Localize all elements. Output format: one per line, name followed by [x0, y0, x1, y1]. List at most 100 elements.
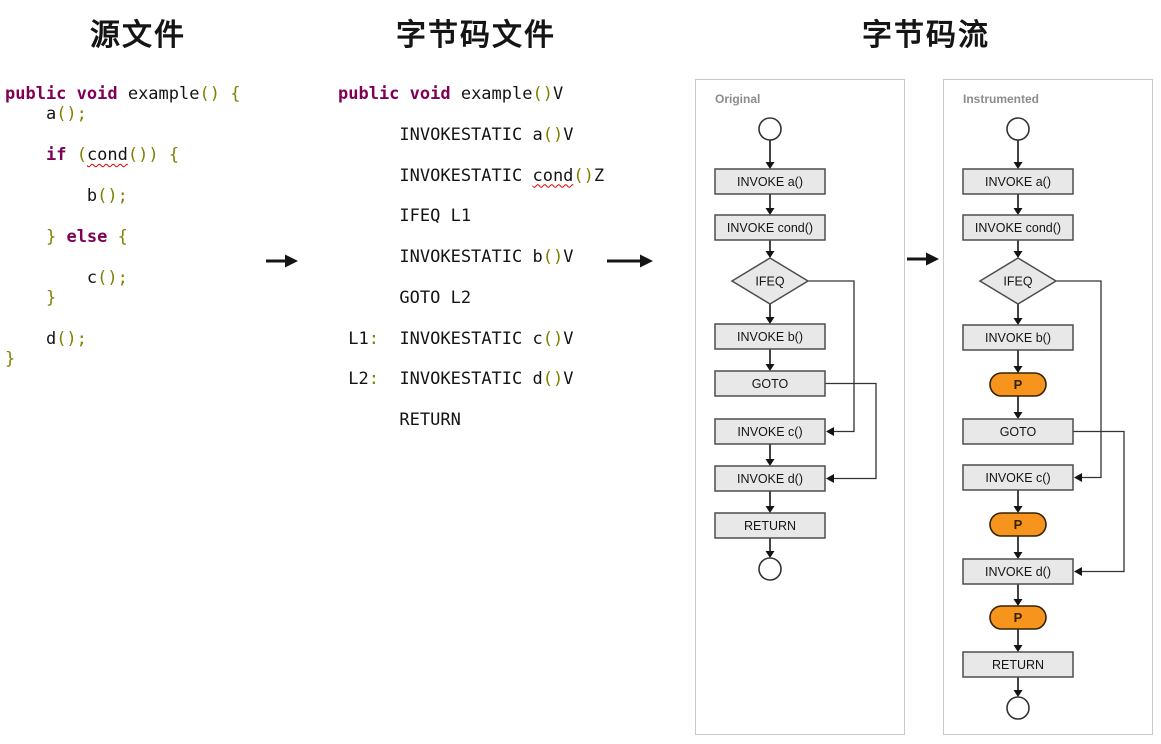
- code-segment: (): [532, 84, 553, 104]
- arrowhead: [765, 208, 775, 215]
- code-segment: :: [368, 369, 379, 390]
- code-segment: b: [5, 185, 98, 206]
- code-line: [338, 349, 604, 369]
- node-goto: [714, 370, 826, 397]
- code-segment: example: [450, 84, 533, 104]
- arrowhead: [1013, 599, 1023, 606]
- code-segment: ();: [97, 267, 128, 288]
- code-segment: {: [230, 84, 241, 104]
- code-segment: ()): [127, 145, 159, 166]
- code-segment: if: [45, 145, 67, 166]
- node-label: GOTO: [1000, 425, 1037, 439]
- code-line: [5, 166, 240, 186]
- code-segment: [56, 227, 66, 247]
- code-segment: {: [168, 145, 180, 166]
- node-label: IFEQ: [1003, 275, 1032, 289]
- arrow-bytecode-to-stream-icon: [607, 254, 653, 268]
- code-segment: [5, 288, 46, 308]
- arrow-original-to-instrumented-icon: [907, 252, 939, 266]
- node-invoke-d: [962, 558, 1074, 585]
- code-segment: IFEQ L1: [338, 206, 472, 227]
- code-segment: L1: [338, 328, 369, 349]
- code-line: [338, 145, 604, 165]
- code-segment: {: [117, 226, 128, 247]
- code-segment: [220, 84, 230, 104]
- code-line: d();: [5, 329, 240, 349]
- node-invoke-b: [714, 323, 826, 350]
- code-line: INVOKESTATIC a()V: [338, 125, 604, 145]
- code-segment: public void: [5, 84, 118, 104]
- code-segment: INVOKESTATIC b: [338, 247, 543, 268]
- code-segment: a: [5, 104, 57, 125]
- code-segment: }: [45, 226, 57, 247]
- code-line: b();: [5, 186, 240, 206]
- arrowhead: [926, 252, 939, 266]
- node-label: INVOKE b(): [985, 331, 1051, 345]
- probe-label: P: [1014, 610, 1023, 625]
- arrowhead: [1013, 162, 1023, 169]
- code-segment: (): [573, 165, 594, 186]
- node-invoke-b: [962, 324, 1074, 351]
- code-segment: [66, 145, 76, 165]
- node-label: INVOKE cond(): [975, 221, 1061, 235]
- code-line: [338, 186, 604, 206]
- node-return: [714, 512, 826, 539]
- node-goto: [962, 418, 1074, 445]
- code-segment: ();: [97, 185, 128, 206]
- code-segment: else: [66, 226, 108, 247]
- code-segment: ();: [56, 328, 87, 349]
- code-segment: V: [563, 124, 574, 145]
- code-line: [338, 308, 604, 328]
- arrowhead: [1013, 690, 1023, 697]
- code-line: c();: [5, 268, 240, 288]
- node-invoke-cond: [962, 214, 1074, 241]
- code-line: [5, 125, 240, 145]
- code-line: public void example()V: [338, 84, 604, 104]
- code-segment: }: [5, 349, 16, 370]
- node-invoke-cond: [714, 214, 826, 241]
- code-segment: INVOKESTATIC a: [338, 124, 543, 145]
- misspelled-token: cond: [532, 165, 574, 186]
- code-line: INVOKESTATIC b()V: [338, 247, 604, 267]
- arrowhead: [1013, 318, 1023, 325]
- node-label: RETURN: [744, 519, 796, 533]
- code-line: [5, 206, 240, 226]
- probe-label: P: [1014, 517, 1023, 532]
- node-label: RETURN: [992, 658, 1044, 672]
- code-line: }: [5, 288, 240, 308]
- start-node: [1006, 117, 1030, 141]
- code-segment: :: [368, 328, 379, 349]
- code-segment: L2: [338, 369, 369, 390]
- code-segment: d: [5, 328, 57, 349]
- arrowhead: [765, 551, 775, 558]
- code-segment: INVOKESTATIC c: [378, 328, 543, 349]
- code-line: public void example() {: [5, 84, 240, 104]
- code-segment: (): [542, 369, 564, 390]
- node-invoke-c: [962, 464, 1074, 491]
- code-segment: V: [563, 369, 574, 390]
- probe-label: P: [1014, 377, 1023, 392]
- node-label: INVOKE c(): [985, 471, 1050, 485]
- end-node: [758, 557, 782, 581]
- code-segment: RETURN: [338, 410, 461, 431]
- arrowhead: [1074, 473, 1082, 482]
- probe-node: [989, 605, 1047, 630]
- code-segment: }: [45, 287, 57, 308]
- source-code-block: public void example() { a(); if (cond())…: [5, 84, 240, 369]
- arrowhead: [765, 162, 775, 169]
- arrowhead: [765, 251, 775, 258]
- code-line: [338, 390, 604, 410]
- instrumented-panel-label: Instrumented: [963, 92, 1040, 106]
- node-invoke-a: [714, 168, 826, 195]
- code-line: a();: [5, 104, 240, 124]
- misspelled-token: cond: [86, 145, 128, 166]
- code-segment: [159, 145, 169, 165]
- code-segment: (): [542, 328, 564, 349]
- node-label: IFEQ: [755, 275, 784, 289]
- arrowhead: [765, 459, 775, 466]
- code-segment: [5, 227, 46, 247]
- code-segment: INVOKESTATIC: [338, 165, 533, 186]
- code-segment: public void: [338, 84, 451, 104]
